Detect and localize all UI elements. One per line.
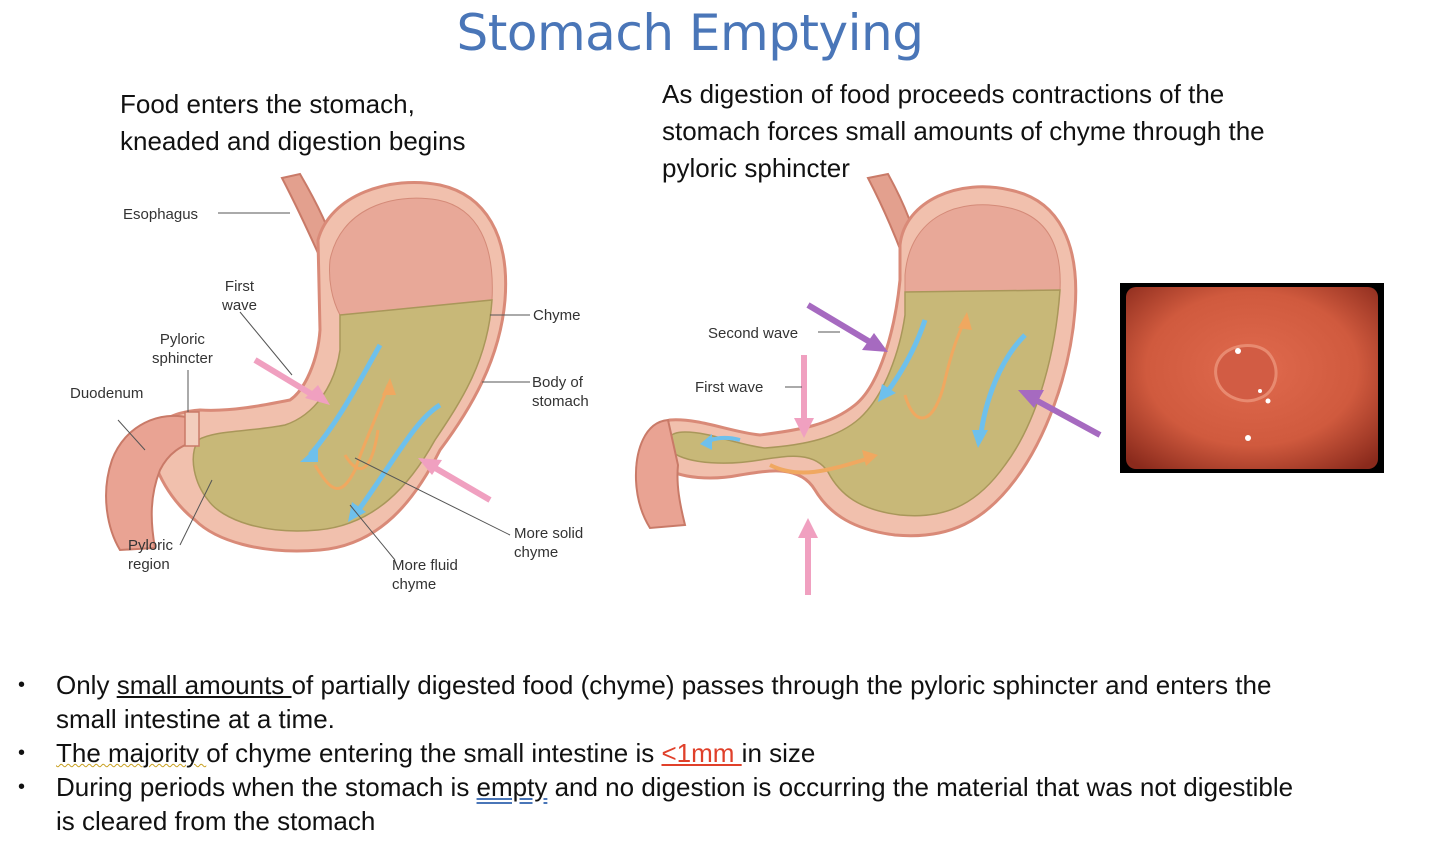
bullet1-underlined: small amounts (116, 670, 292, 700)
right-caption-line1: As digestion of food proceeds contractio… (662, 79, 1225, 109)
bullet2-text-post: in size (741, 738, 816, 768)
label-pyloric-region-line2: region (128, 556, 170, 573)
bullet1-text-post: of partially digested food (chyme) passe… (291, 670, 1272, 700)
bullet-text-2: The majority of chyme entering the small… (56, 736, 815, 770)
label-right-first-wave: First wave (695, 379, 764, 396)
label-pyloric-region-line1: Pyloric (128, 537, 174, 554)
right-fundus-gas (904, 204, 1061, 293)
label-first-wave-line1: First (224, 278, 255, 295)
pyloric-sphincter-shape (184, 411, 200, 447)
bullet-item-1: • Only small amounts of partially digest… (18, 668, 1433, 736)
label-first-wave: First wave (222, 277, 257, 315)
fundus-gas (329, 197, 493, 316)
bullet1-line2: small intestine at a time. (56, 704, 335, 734)
label-first-wave-line2: wave (222, 297, 258, 314)
bullet-text-1: Only small amounts of partially digested… (56, 668, 1271, 736)
right-caption: As digestion of food proceeds contractio… (662, 76, 1265, 187)
label-more-fluid-line1: More fluid (392, 557, 458, 574)
bullet2-text-mid: of chyme entering the small intestine is (206, 738, 662, 768)
bullet1-text-pre: Only (56, 670, 117, 700)
label-pyloric-sphincter: Pyloric sphincter (152, 330, 213, 368)
bullet-text-3: During periods when the stomach is empty… (56, 770, 1293, 838)
left-caption-line2: kneaded and digestion begins (120, 126, 466, 156)
slide-title: Stomach Emptying (456, 4, 924, 62)
right-chyme-fill (666, 289, 1061, 517)
bullet-item-2: • The majority of chyme entering the sma… (18, 736, 1433, 770)
bullet2-underlined: The majority (56, 738, 207, 768)
label-more-solid-line2: chyme (514, 544, 559, 561)
right-caption-line2: stomach forces small amounts of chyme th… (662, 116, 1265, 146)
bullet-dot: • (18, 776, 26, 798)
label-more-solid-chyme: More solid chyme (514, 524, 583, 562)
bullet-dot: • (18, 674, 26, 696)
label-chyme: Chyme (533, 307, 581, 324)
bullet3-line2: is cleared from the stomach (56, 806, 376, 836)
label-body-of-stomach-line2: stomach (532, 393, 589, 410)
right-duodenum-shape (634, 418, 687, 530)
label-duodenum: Duodenum (70, 385, 144, 402)
label-pyloric-region: Pyloric region (128, 536, 173, 574)
pyloric-endoscopy-photo (1120, 283, 1384, 473)
label-more-solid-line1: More solid (514, 525, 584, 542)
chyme-fill (192, 299, 493, 532)
bullet-item-3: • During periods when the stomach is emp… (18, 770, 1433, 838)
left-caption-line1: Food enters the stomach, (120, 89, 415, 119)
bullet3-underlined: empty (476, 772, 548, 802)
bullet2-red-size: <1mm (661, 738, 742, 768)
bullet-dot: • (18, 742, 26, 764)
bullet3-text-post: and no digestion is occurring the materi… (547, 772, 1294, 802)
label-second-wave: Second wave (708, 325, 799, 342)
label-pyloric-sphincter-line2: sphincter (152, 350, 213, 367)
label-more-fluid-chyme: More fluid chyme (392, 556, 458, 594)
bullet3-text-pre: During periods when the stomach is (56, 772, 477, 802)
label-more-fluid-line2: chyme (392, 576, 437, 593)
duodenum-shape (105, 414, 194, 552)
label-esophagus: Esophagus (123, 206, 199, 223)
left-caption: Food enters the stomach, kneaded and dig… (120, 86, 466, 160)
right-caption-line3: pyloric sphincter (662, 153, 850, 183)
label-pyloric-sphincter-line1: Pyloric (159, 331, 205, 348)
bullet-list: • Only small amounts of partially digest… (18, 668, 1433, 838)
label-body-of-stomach-line1: Body of (532, 374, 583, 391)
label-body-of-stomach: Body of stomach (532, 373, 589, 411)
